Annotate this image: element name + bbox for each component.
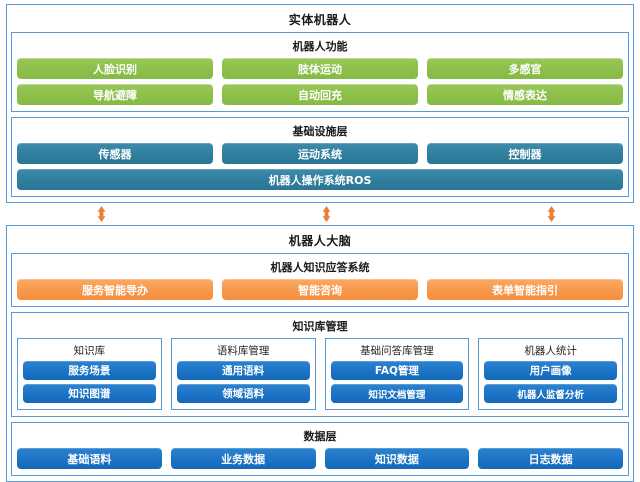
chip-multi-sensory[interactable]: 多感官 [427, 58, 623, 79]
subcard-robot-statistics-title: 机器人统计 [524, 345, 577, 357]
chip-service-scenario[interactable]: 服务场景 [23, 361, 156, 380]
data-layer-panel: 数据层 基础语料 业务数据 知识数据 日志数据 [11, 422, 629, 476]
chip-controller[interactable]: 控制器 [427, 143, 623, 164]
robot-brain-block: 机器人大脑 机器人知识应答系统 服务智能导办 智能咨询 表单智能指引 知识库管理… [6, 225, 634, 482]
knowledge-base-management-panel: 知识库管理 知识库 服务场景 知识图谱 语料库管理 通用语料 领域语料 基础问答… [11, 312, 629, 417]
subcard-knowledge-base-title: 知识库 [73, 345, 106, 357]
robot-functions-panel: 机器人功能 人脸识别 肢体运动 多感官 导航避障 自动回充 情感表达 [11, 32, 629, 112]
double-arrow-vertical-icon [547, 206, 556, 222]
knowledge-base-management-title: 知识库管理 [292, 320, 348, 333]
subcard-corpus-management-title: 语料库管理 [216, 345, 270, 357]
chip-auto-recharge[interactable]: 自动回充 [222, 84, 418, 105]
chip-robot-supervision-analysis[interactable]: 机器人监督分析 [484, 384, 617, 403]
knowledge-qa-row: 服务智能导办 智能咨询 表单智能指引 [17, 279, 623, 300]
robot-functions-row-1: 人脸识别 肢体运动 多感官 [17, 58, 623, 79]
double-arrow-vertical-icon [97, 206, 106, 222]
chip-user-profile[interactable]: 用户画像 [484, 361, 617, 380]
chip-robot-os-ros[interactable]: 机器人操作系统ROS [17, 169, 623, 190]
chip-limb-motion[interactable]: 肢体运动 [222, 58, 418, 79]
connector-strip [6, 203, 634, 225]
infrastructure-row-1: 传感器 运动系统 控制器 [17, 143, 623, 164]
robot-brain-title: 机器人大脑 [288, 234, 352, 248]
chip-motion-system[interactable]: 运动系统 [222, 143, 418, 164]
subcard-basic-qa-management-title: 基础问答库管理 [360, 345, 434, 357]
chip-form-smart-guide[interactable]: 表单智能指引 [427, 279, 623, 300]
infrastructure-title: 基础设施层 [292, 125, 348, 138]
chip-business-data[interactable]: 业务数据 [170, 448, 316, 469]
robot-functions-row-2: 导航避障 自动回充 情感表达 [17, 84, 623, 105]
architecture-diagram: 实体机器人 机器人功能 人脸识别 肢体运动 多感官 导航避障 自动回充 情感表达… [6, 4, 634, 482]
double-arrow-vertical-icon [322, 206, 331, 222]
chip-faq-management[interactable]: FAQ管理 [330, 361, 464, 380]
infrastructure-row-2: 机器人操作系统ROS [17, 169, 623, 190]
subcard-knowledge-base: 知识库 服务场景 知识图谱 [17, 338, 162, 410]
subcard-basic-qa-management: 基础问答库管理 FAQ管理 知识文档管理 [324, 338, 470, 410]
subcard-corpus-management: 语料库管理 通用语料 领域语料 [170, 338, 316, 410]
chip-basic-corpus[interactable]: 基础语料 [17, 448, 162, 469]
chip-face-recognition[interactable]: 人脸识别 [17, 58, 213, 79]
infrastructure-panel: 基础设施层 传感器 运动系统 控制器 机器人操作系统ROS [11, 117, 629, 197]
chip-knowledge-data[interactable]: 知识数据 [324, 448, 470, 469]
physical-robot-block: 实体机器人 机器人功能 人脸识别 肢体运动 多感官 导航避障 自动回充 情感表达… [6, 4, 634, 203]
knowledge-qa-panel: 机器人知识应答系统 服务智能导办 智能咨询 表单智能指引 [11, 253, 629, 307]
chip-general-corpus[interactable]: 通用语料 [176, 361, 310, 380]
chip-domain-corpus[interactable]: 领域语料 [176, 384, 310, 403]
knowledge-base-subcards: 知识库 服务场景 知识图谱 语料库管理 通用语料 领域语料 基础问答库管理 FA… [17, 338, 623, 410]
physical-robot-title: 实体机器人 [288, 13, 352, 27]
chip-log-data[interactable]: 日志数据 [478, 448, 623, 469]
chip-knowledge-graph[interactable]: 知识图谱 [23, 384, 156, 403]
robot-functions-title: 机器人功能 [292, 40, 348, 53]
subcard-robot-statistics: 机器人统计 用户画像 机器人监督分析 [478, 338, 623, 410]
chip-sensor[interactable]: 传感器 [17, 143, 213, 164]
chip-smart-consultation[interactable]: 智能咨询 [222, 279, 418, 300]
data-layer-row: 基础语料 业务数据 知识数据 日志数据 [17, 448, 623, 469]
chip-knowledge-doc-management[interactable]: 知识文档管理 [330, 384, 464, 403]
chip-navigation-obstacle-avoidance[interactable]: 导航避障 [17, 84, 213, 105]
chip-emotion-expression[interactable]: 情感表达 [427, 84, 623, 105]
data-layer-title: 数据层 [303, 430, 337, 443]
knowledge-qa-title: 机器人知识应答系统 [270, 261, 370, 274]
chip-service-smart-guidance[interactable]: 服务智能导办 [17, 279, 213, 300]
